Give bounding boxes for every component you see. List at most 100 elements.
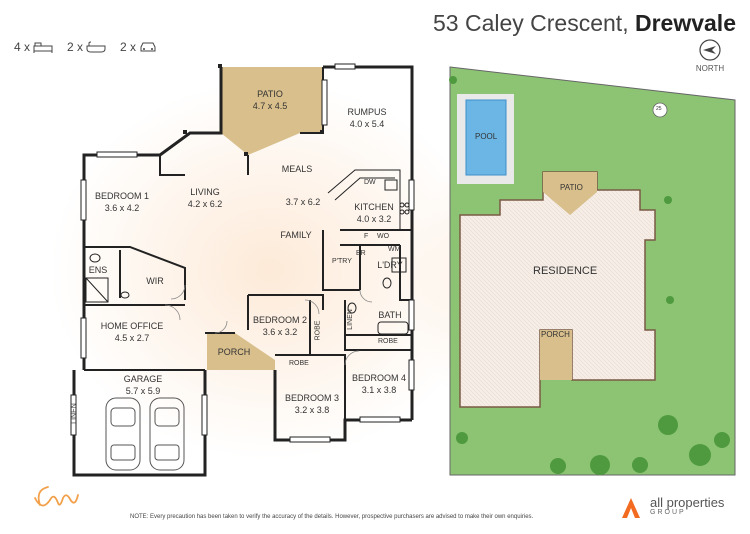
room-ens: ENS	[89, 264, 108, 276]
room-bedroom1: BEDROOM 1 3.6 x 4.2	[95, 190, 149, 214]
disclaimer-note: NOTE: Every precaution has been taken to…	[130, 514, 534, 520]
site-porch-label: PORCH	[541, 330, 570, 339]
brand-logo-mark	[622, 498, 640, 518]
site-porch-fill	[540, 330, 572, 380]
meals-family-size: 3.7 x 6.2	[285, 197, 321, 207]
room-porch: PORCH	[218, 346, 251, 358]
rumpus-name: RUMPUS	[347, 107, 387, 117]
site-pool-label: POOL	[475, 132, 498, 141]
label-br: BR	[356, 250, 366, 257]
ens-name: ENS	[88, 265, 108, 275]
label-robe-b4: ROBE	[378, 338, 398, 345]
site-patio-fill	[543, 172, 597, 215]
bathroom-count: 2 x	[67, 40, 106, 54]
label-f: F	[364, 233, 369, 240]
garage-size: 5.7 x 5.9	[125, 386, 161, 396]
site-residence-label: RESIDENCE	[533, 265, 598, 277]
address-street: 53 Caley Crescent,	[433, 10, 629, 36]
kitchen-name: KITCHEN	[354, 202, 394, 212]
bedroom3-size: 3.2 x 3.8	[294, 405, 330, 415]
bedroom3-name: BEDROOM 3	[284, 393, 340, 403]
room-patio: PATIO 4.7 x 4.5	[253, 88, 288, 112]
bedroom-count: 4 x	[14, 40, 53, 54]
living-size: 4.2 x 6.2	[187, 199, 223, 209]
bedroom1-name: BEDROOM 1	[94, 191, 150, 201]
property-specs: 4 x 2 x 2 x	[14, 40, 157, 54]
label-robe-b2: ROBE	[314, 320, 322, 341]
room-kitchen: KITCHEN 4.0 x 3.2	[354, 201, 394, 225]
room-family: FAMILY	[280, 229, 311, 241]
label-wm: WM	[388, 246, 401, 253]
room-meals-family-size: 3.7 x 6.2	[286, 196, 321, 208]
address-suburb: Drewvale	[634, 10, 736, 36]
room-ldry: L'DRY	[377, 259, 403, 271]
label-linen-garage: LINEN	[70, 403, 78, 424]
bedroom1-size: 3.6 x 4.2	[104, 203, 140, 213]
property-address: 53 Caley Crescent, Drewvale	[433, 10, 736, 37]
bathroom-fixtures	[85, 253, 409, 335]
family-name: FAMILY	[280, 230, 312, 240]
car-count: 2 x	[120, 40, 157, 54]
label-dw: DW	[364, 179, 376, 186]
windows	[70, 63, 415, 443]
room-living: LIVING 4.2 x 6.2	[188, 186, 223, 210]
room-bedroom2: BEDROOM 2 3.6 x 3.2	[253, 314, 307, 338]
brand-logo-spacer	[618, 495, 644, 517]
patio-posts	[183, 64, 324, 156]
bedroom4-name: BEDROOM 4	[351, 373, 407, 383]
bath-name: BATH	[378, 310, 402, 320]
site-boundary	[449, 66, 736, 476]
patio-size: 4.7 x 4.5	[252, 101, 288, 111]
porch-area	[207, 333, 275, 370]
wir-name: WIR	[146, 276, 164, 286]
north-label: NORTH	[695, 64, 725, 73]
kitchen-bench	[327, 169, 410, 230]
bed-icon	[33, 42, 53, 53]
brand-logo: all properties GROUP	[618, 495, 724, 517]
bedroom2-size: 3.6 x 3.2	[262, 327, 298, 337]
pool-water	[465, 99, 507, 176]
garage-car-right	[149, 397, 185, 471]
site-patio-label: PATIO	[560, 183, 583, 192]
garage-name: GARAGE	[123, 374, 163, 384]
rumpus-size: 4.0 x 5.4	[349, 119, 385, 129]
living-name: LIVING	[190, 187, 220, 197]
room-wir: WIR	[146, 275, 164, 287]
room-garage: GARAGE 5.7 x 5.9	[124, 373, 163, 397]
agent-signature	[34, 486, 79, 507]
patio-area	[221, 67, 323, 155]
compass-icon	[699, 39, 721, 61]
bathroom-count-text: 2 x	[67, 40, 84, 54]
meals-name: MEALS	[281, 164, 313, 174]
site-trees	[449, 76, 730, 475]
label-ptry: P'TRY	[332, 258, 352, 265]
label-robe-b3: ROBE	[289, 360, 309, 367]
car-count-text: 2 x	[120, 40, 137, 54]
ldry-name: L'DRY	[377, 260, 403, 270]
bedroom4-size: 3.1 x 3.8	[361, 385, 397, 395]
residence-roof	[459, 171, 656, 408]
garage-car-left	[105, 397, 141, 471]
label-linen-hall: LINEN	[346, 309, 354, 330]
room-bath: BATH	[378, 309, 401, 321]
home-office-name: HOME OFFICE	[100, 321, 164, 331]
door-swings	[164, 284, 373, 366]
room-bedroom3: BEDROOM 3 3.2 x 3.8	[285, 392, 339, 416]
room-rumpus: RUMPUS 4.0 x 5.4	[347, 106, 386, 130]
home-office-size: 4.5 x 2.7	[114, 333, 150, 343]
boundary-marker	[652, 102, 668, 118]
bath-icon	[86, 41, 106, 53]
site-plan	[449, 66, 736, 476]
room-meals: MEALS	[282, 163, 313, 175]
room-home-office: HOME OFFICE 4.5 x 2.7	[101, 320, 164, 344]
garage-cars	[105, 397, 185, 471]
brand-name: all properties	[650, 494, 725, 510]
porch-name: PORCH	[217, 347, 251, 357]
bedroom2-name: BEDROOM 2	[252, 315, 308, 325]
site-boundary-number: 25	[656, 106, 662, 112]
patio-name: PATIO	[257, 89, 283, 99]
north-indicator: NORTH	[688, 38, 732, 73]
kitchen-size: 4.0 x 3.2	[356, 214, 392, 224]
car-icon	[140, 42, 156, 52]
